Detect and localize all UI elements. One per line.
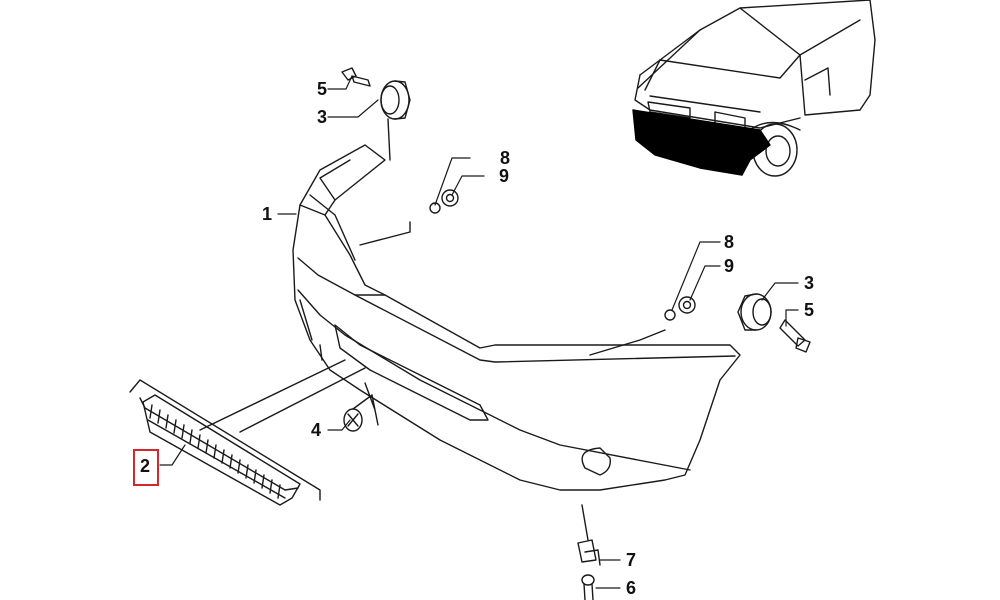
callout-3-top-left: 3 — [317, 107, 328, 127]
callout-4: 4 — [311, 420, 322, 440]
screw-top-left — [341, 67, 371, 87]
callout-8-right: 8 — [724, 232, 735, 252]
callout-1: 1 — [262, 204, 273, 224]
callout-9-right: 9 — [724, 256, 735, 276]
callout-5-right: 5 — [804, 300, 815, 320]
callout-6: 6 — [626, 578, 637, 598]
highlight-box-part-2 — [133, 449, 159, 486]
bottom-clip — [577, 504, 601, 566]
leader-lines — [159, 75, 799, 589]
screw-right — [779, 319, 811, 353]
callout-5-top-left: 5 — [317, 79, 328, 99]
callout-9-upper: 9 — [499, 166, 510, 186]
grommet-right — [737, 293, 772, 331]
grommet-top-left — [380, 80, 411, 161]
bottom-bolt — [581, 574, 595, 600]
callout-7: 7 — [626, 550, 637, 570]
lower-grille-strip — [129, 359, 366, 506]
nut-washer-right — [664, 296, 696, 321]
callout-8-upper: 8 — [500, 148, 511, 168]
clip — [343, 382, 379, 432]
callout-3-right: 3 — [804, 273, 815, 293]
nut-washer-upper — [429, 189, 459, 214]
front-bumper — [292, 144, 741, 491]
callout-2: 2 — [140, 456, 151, 476]
van-bumper-highlight — [632, 109, 771, 176]
van-thumbnail — [632, 0, 876, 177]
